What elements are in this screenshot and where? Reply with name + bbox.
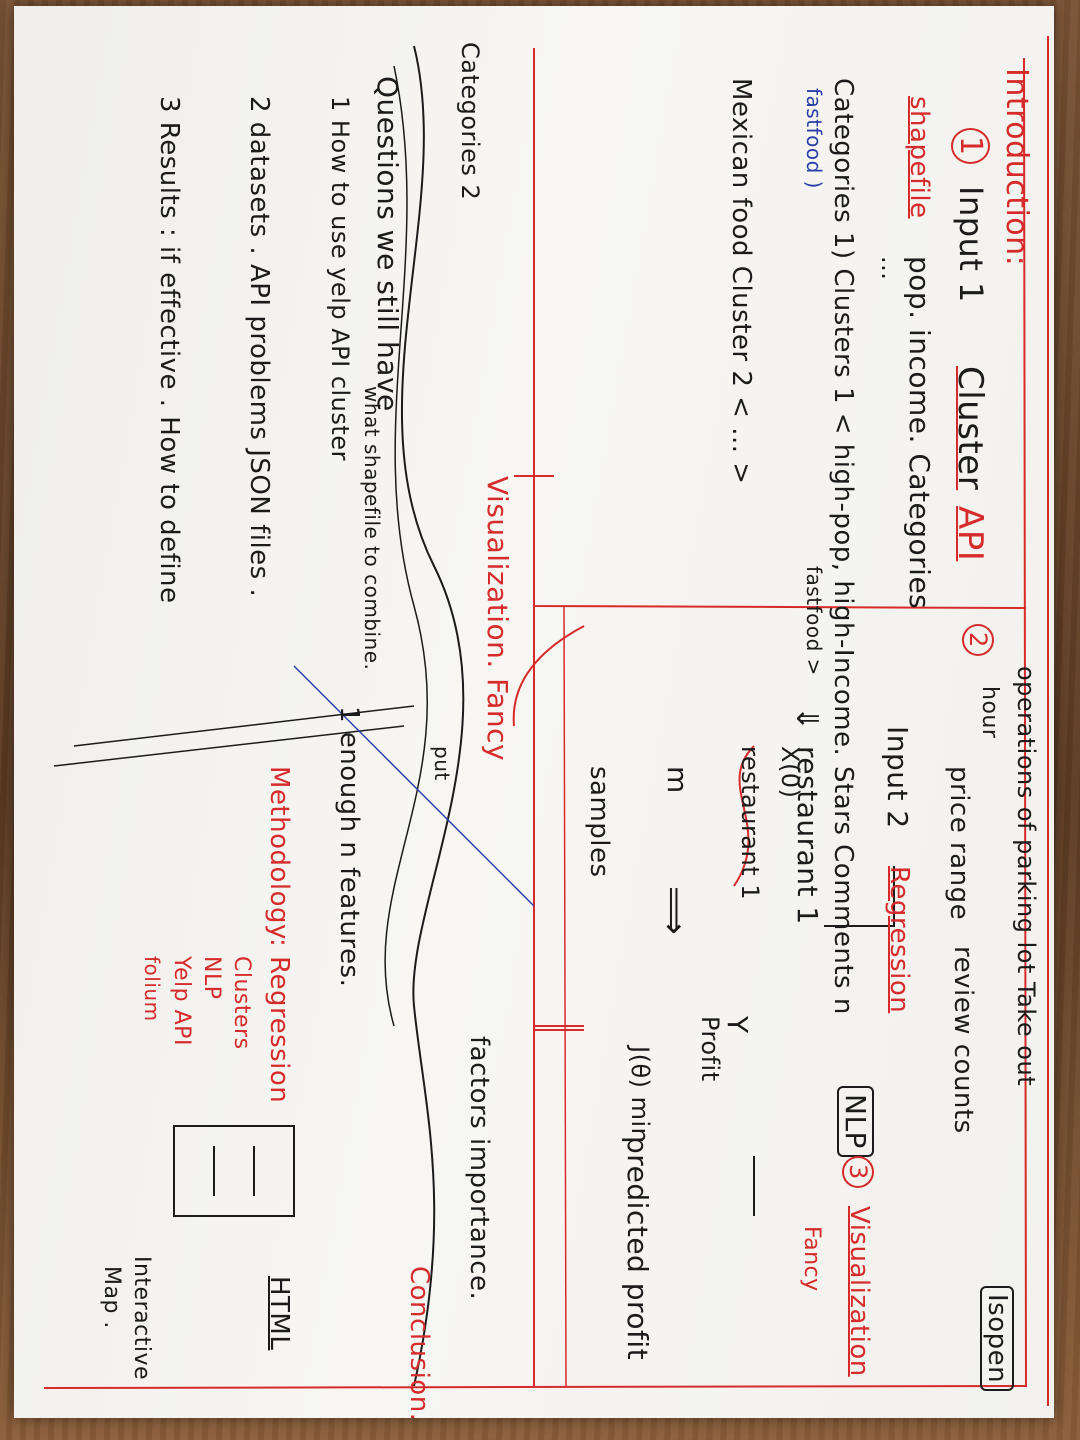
operations-line: operations of parking lot Take out xyxy=(1012,666,1040,1087)
question-1d: 1 enough n features. xyxy=(334,706,364,988)
nlp-box: NLP xyxy=(837,1086,874,1157)
folium-label: folium xyxy=(140,956,164,1022)
cluster-label: Cluster xyxy=(950,366,990,491)
profit-label: Profit xyxy=(696,1016,724,1082)
j-theta-min: J(θ) min xyxy=(626,1046,654,1144)
html-label: HTML xyxy=(264,1276,294,1351)
categories-2: Categories 2 xyxy=(456,42,484,201)
stars-comments: Stars Comments n xyxy=(828,766,858,1015)
restaurant-2: restaurant 1 xyxy=(736,746,764,901)
map-label: Map . xyxy=(99,1266,124,1329)
shapefile-label: shapefile xyxy=(904,96,934,219)
samples-label: samples xyxy=(584,766,614,878)
api-label: API xyxy=(950,506,990,562)
step2-number: 2 xyxy=(962,624,994,656)
clusters-label: Clusters xyxy=(229,956,254,1050)
x0-label: X(0) xyxy=(776,746,804,799)
intro-title: Introduction: xyxy=(999,68,1034,267)
pop-income-line: pop. income. Categories xyxy=(903,256,936,610)
categories-line: Categories 1) Clusters 1 < high-pop, hig… xyxy=(828,78,858,757)
visualization-fancy: Visualization. Fancy xyxy=(481,476,514,762)
predicted-profit: predicted profit xyxy=(621,1136,654,1361)
visualization-label: Visualization xyxy=(844,1206,874,1377)
notebook-paper: Introduction: 1 Input 1 Cluster API shap… xyxy=(14,6,1054,1418)
input2-label: Input 2 xyxy=(881,726,914,829)
regression-label: Regression xyxy=(884,866,914,1014)
question-2: 2 datasets . API problems JSON files . xyxy=(244,96,274,598)
factors-importance: factors importance. xyxy=(464,1036,494,1301)
interactive-label: Interactive xyxy=(129,1256,154,1381)
dots-1: ... xyxy=(876,256,904,281)
sketch-lines xyxy=(43,36,1049,1406)
down-arrow-icon: ⇓ xyxy=(789,706,824,732)
mexican-line: Mexican food Cluster 2 < ... > xyxy=(726,78,756,485)
fancy-label: Fancy xyxy=(799,1226,824,1292)
fastfood-a: fastfood ) xyxy=(802,88,826,189)
question-1c: put xyxy=(430,746,454,781)
nlp-cn-label: NLP xyxy=(199,956,224,1000)
yelp-api-label: Yelp API xyxy=(169,956,194,1046)
fastfood-b: fastfood > xyxy=(802,566,826,676)
m-label: m xyxy=(661,766,694,794)
review-counts: review counts xyxy=(948,946,978,1134)
conclusion-label: Conclusion. xyxy=(404,1266,434,1418)
question-1: 1 How to use yelp API cluster xyxy=(326,96,354,461)
step3-number: 3 xyxy=(842,1156,874,1188)
question-1b: what shapefile to combine. xyxy=(360,386,384,671)
question-3: 3 Results : if effective . How to define xyxy=(154,96,184,604)
handwritten-sheet: Introduction: 1 Input 1 Cluster API shap… xyxy=(14,6,1054,1418)
price-range: price range xyxy=(944,766,974,921)
methodology-label: Methodology: Regression xyxy=(264,766,294,1104)
y-label: Y xyxy=(721,1016,754,1034)
right-arrow-icon: ⟹ xyxy=(654,886,694,936)
questions-heading: Questions we still have xyxy=(371,76,404,412)
isopen-label: Isopen xyxy=(980,1286,1014,1392)
hour-label: hour xyxy=(977,686,1002,739)
input1-label: Input 1 xyxy=(952,186,990,303)
step1-number: 1 xyxy=(951,128,990,164)
